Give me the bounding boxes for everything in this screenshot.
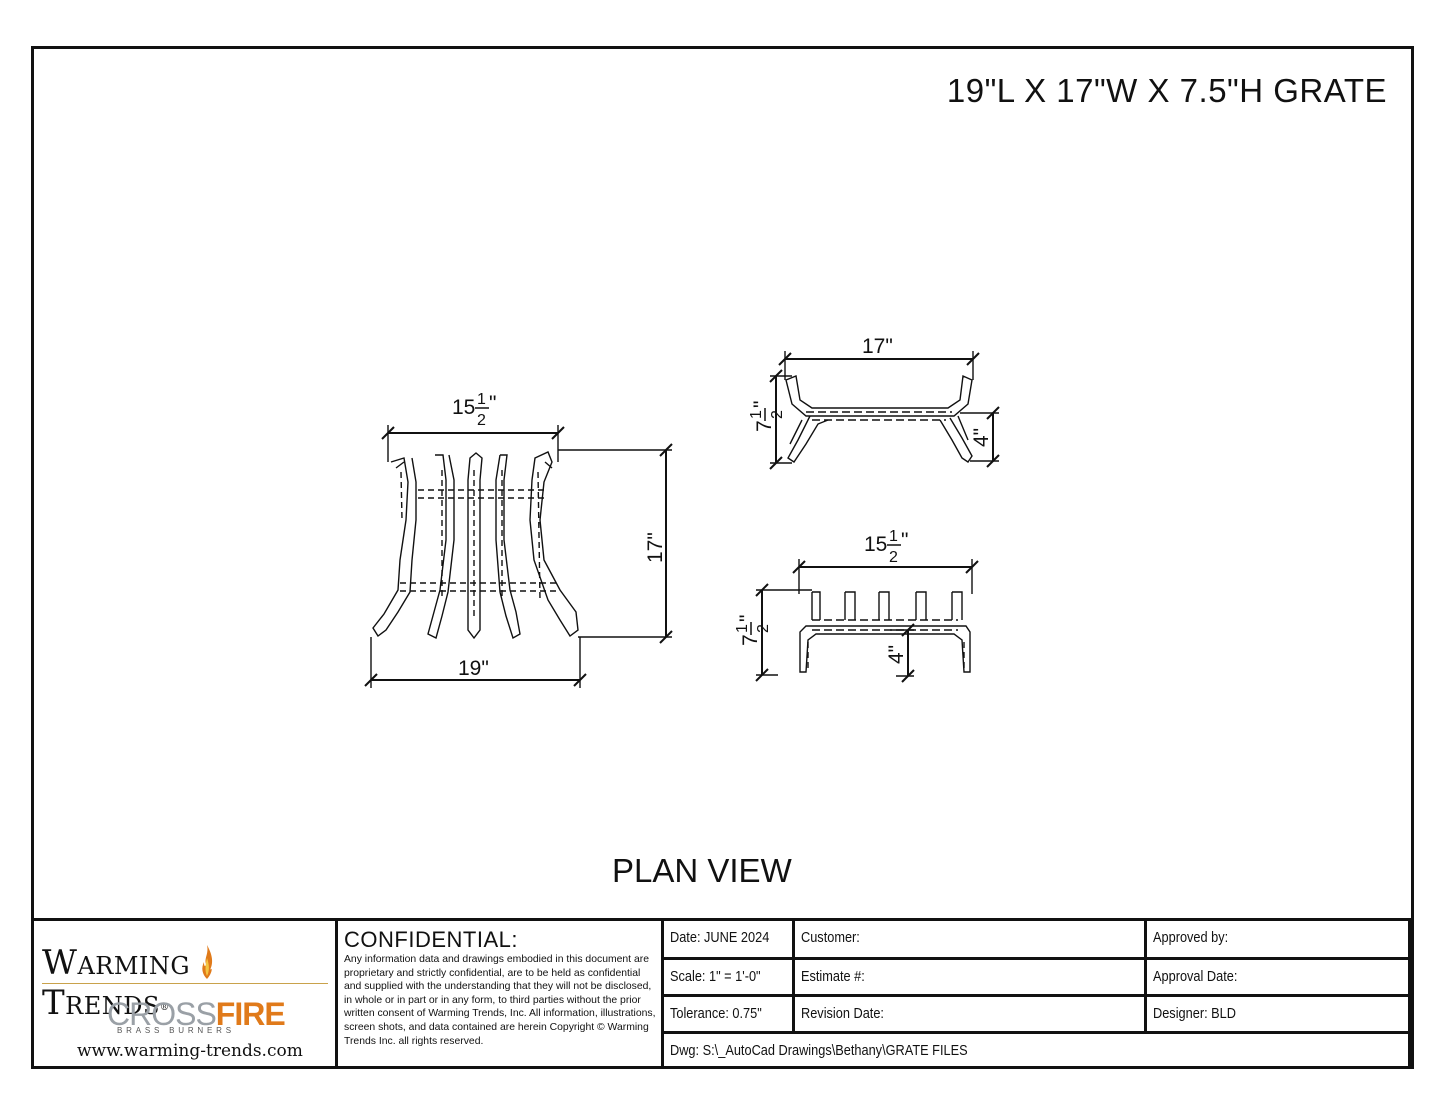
side-height-den: 2 bbox=[769, 410, 786, 419]
side-width-dimension: 17" bbox=[862, 335, 893, 358]
confidential-panel: CONFIDENTIAL: Any information data and d… bbox=[340, 921, 664, 1069]
side-height-whole: 7 bbox=[753, 420, 776, 432]
front-width-whole: 15 bbox=[864, 533, 887, 556]
date-cell: Date: JUNE 2024 bbox=[664, 921, 795, 960]
estimate-cell: Estimate #: bbox=[795, 960, 1147, 997]
front-width-den: 2 bbox=[889, 549, 898, 566]
front-height-unit: " bbox=[736, 615, 759, 622]
front-height-num: 1 bbox=[734, 624, 751, 633]
plan-top-whole: 15 bbox=[452, 396, 475, 419]
approval-date-cell: Approval Date: bbox=[1147, 960, 1411, 997]
tolerance-cell: Tolerance: 0.75" bbox=[664, 997, 795, 1034]
front-height-dimension: 7 1 2 " bbox=[734, 615, 772, 646]
title-block: Warming Trends® CROSSFIRE BRASS BURNERS … bbox=[34, 918, 1411, 1069]
dwg-path-cell: Dwg: S:\_AutoCad Drawings\Bethany\GRATE … bbox=[664, 1034, 1411, 1069]
logo-divider bbox=[42, 983, 328, 984]
plan-depth-dimension: 17" bbox=[644, 532, 667, 563]
flame-icon bbox=[202, 945, 212, 979]
confidential-notice: Any information data and drawings embodi… bbox=[344, 954, 656, 1047]
front-height-den: 2 bbox=[755, 624, 772, 633]
plan-view-grate bbox=[364, 425, 673, 688]
front-leg-dimension: 4" bbox=[885, 645, 908, 664]
plan-top-dimension: 15 1 2 " bbox=[452, 391, 496, 429]
drawing-info-grid: Date: JUNE 2024 Customer: Approved by: S… bbox=[664, 921, 1411, 1069]
front-height-whole: 7 bbox=[739, 634, 762, 646]
customer-cell: Customer: bbox=[795, 921, 1147, 960]
view-label: PLAN VIEW bbox=[612, 852, 792, 889]
scale-cell: Scale: 1" = 1'-0" bbox=[664, 960, 795, 997]
crossfire-logo: CROSSFIRE bbox=[107, 996, 286, 1032]
plan-top-num: 1 bbox=[477, 391, 486, 408]
side-height-unit: " bbox=[750, 401, 773, 408]
side-height-dimension: 7 1 2 " bbox=[748, 401, 786, 432]
warming-trends-logo: Warming Trends® bbox=[42, 943, 335, 1023]
drawing-frame bbox=[31, 46, 1414, 1069]
side-leg-dimension: 4" bbox=[970, 428, 993, 447]
plan-top-den: 2 bbox=[477, 412, 486, 429]
crossfire-tagline: BRASS BURNERS bbox=[117, 1026, 235, 1035]
side-height-num: 1 bbox=[748, 410, 765, 419]
designer-cell: Designer: BLD bbox=[1147, 997, 1411, 1034]
approved-by-cell: Approved by: bbox=[1147, 921, 1411, 960]
plan-bottom-dimension: 19" bbox=[458, 657, 489, 680]
revision-date-cell: Revision Date: bbox=[795, 997, 1147, 1034]
front-width-num: 1 bbox=[889, 528, 898, 545]
confidential-heading: CONFIDENTIAL: bbox=[344, 927, 518, 952]
side-view-grate bbox=[769, 351, 1000, 470]
front-width-dimension: 15 1 2 " bbox=[864, 528, 908, 566]
drawing-title: 19"L X 17"W X 7.5"H GRATE bbox=[946, 72, 1387, 109]
plan-top-unit: " bbox=[489, 392, 496, 415]
website-url: www.warming-trends.com bbox=[77, 1041, 303, 1061]
logo-panel: Warming Trends® CROSSFIRE BRASS BURNERS … bbox=[34, 921, 338, 1069]
front-width-unit: " bbox=[901, 529, 908, 552]
front-view-grate bbox=[755, 559, 979, 683]
